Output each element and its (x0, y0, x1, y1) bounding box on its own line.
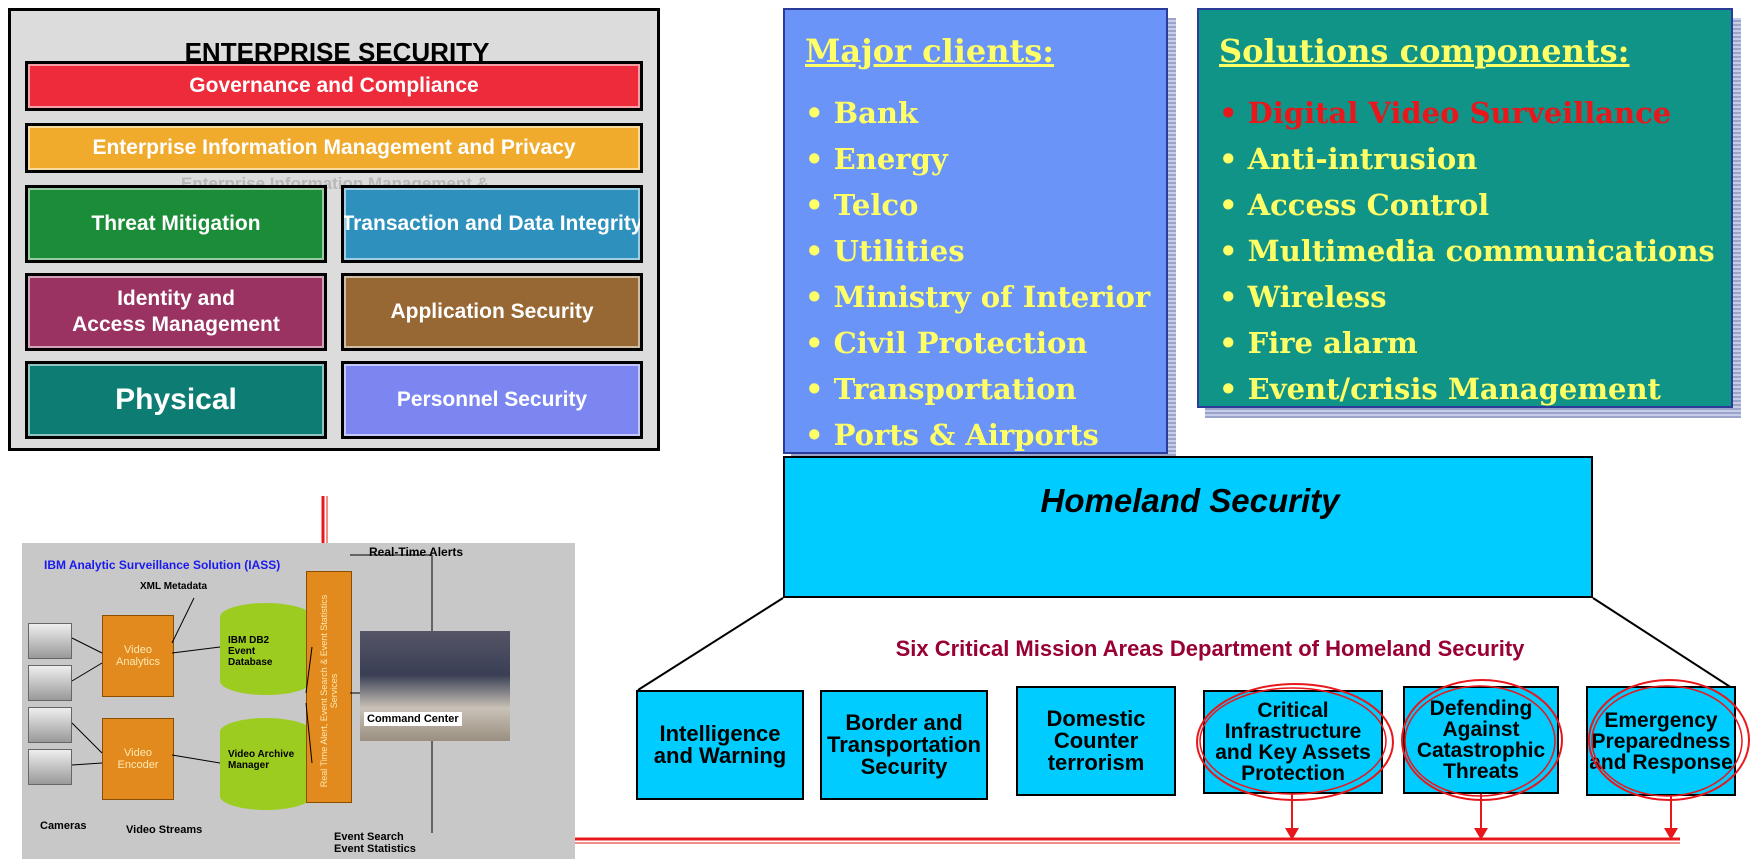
mission-area-line: Catastrophic (1416, 739, 1546, 762)
threat-mitigation-label: Threat Mitigation (91, 211, 261, 235)
client-item: • Telco (805, 188, 919, 222)
mission-area-line: Critical (1257, 699, 1329, 722)
solutions-components-list: • Digital Video Surveillance • Anti-intr… (1219, 90, 1715, 412)
mission-area-domestic: Domestic Counter terrorism (1016, 686, 1176, 796)
application-security-label: Application Security (390, 299, 594, 323)
client-item: • Utilities (805, 234, 965, 268)
client-item: • Civil Protection (805, 326, 1088, 360)
solution-item: • Wireless (1219, 280, 1387, 314)
iass-flow-arrows (71, 554, 433, 833)
event-search-label: Event Search (334, 831, 404, 843)
mission-area-line: Border and (845, 710, 963, 735)
personnel-security-box: Personnel Security (341, 361, 643, 439)
application-security-box: Application Security (341, 273, 643, 351)
governance-bar: Governance and Compliance (25, 61, 643, 111)
mission-area-critical-infrastructure: Critical Infrastructure and Key Assets P… (1203, 690, 1383, 794)
video-encoder-box: Video Encoder (102, 718, 174, 800)
solution-item: • Anti-intrusion (1219, 142, 1478, 176)
threat-mitigation-box: Threat Mitigation (25, 185, 327, 263)
video-analytics-box: Video Analytics (102, 615, 174, 697)
mission-area-line: Intelligence (659, 721, 781, 746)
transaction-integrity-label: Transaction and Data Integrity (341, 211, 643, 235)
mission-area-line: Security (860, 754, 948, 779)
mission-area-line: Transportation (826, 732, 981, 757)
client-item: • Energy (805, 142, 948, 176)
client-item: • Bank (805, 96, 919, 130)
camera-icon (28, 749, 72, 785)
identity-label-line1: Identity and (117, 286, 235, 310)
camera-icon (28, 707, 72, 743)
eim-label: Enterprise Information Management and Pr… (92, 135, 576, 159)
client-item: • Ports & Airports (805, 418, 1099, 452)
solution-item: • Access Control (1219, 188, 1490, 222)
services-box (306, 571, 352, 803)
mission-area-border: Border and Transportation Security (820, 690, 988, 800)
db2-database-cylinder (220, 603, 312, 695)
xml-metadata-label: XML Metadata (140, 581, 208, 592)
event-statistics-label: Event Statistics (334, 843, 416, 855)
mission-area-line: Counter (1053, 728, 1139, 753)
video-streams-label: Video Streams (126, 824, 203, 836)
command-center-label: Command Center (364, 712, 462, 726)
mission-area-line: Infrastructure (1224, 720, 1362, 743)
mission-area-line: terrorism (1047, 750, 1145, 775)
archive-manager-label: Video Archive Manager (228, 749, 295, 771)
major-clients-list: • Bank • Energy • Telco • Utilities • Mi… (805, 90, 1150, 458)
mission-area-line: Protection (1241, 762, 1345, 785)
mission-area-line: Preparedness (1591, 729, 1731, 753)
transaction-integrity-box: Transaction and Data Integrity (341, 185, 643, 263)
identity-access-box: Identity and Access Management (25, 273, 327, 351)
iass-title: IBM Analytic Surveillance Solution (IASS… (44, 558, 281, 572)
homeland-security-title: Homeland Security (1040, 482, 1340, 519)
mission-area-line: Threats (1443, 760, 1519, 783)
mission-area-line: Emergency (1604, 708, 1718, 732)
archive-manager-cylinder (220, 718, 312, 810)
solution-item: • Event/crisis Management (1219, 372, 1661, 406)
enterprise-security-panel: ENTERPRISE SECURITY Governance and Compl… (8, 8, 660, 451)
physical-label: Physical (115, 383, 237, 417)
mission-area-line: and Warning (653, 743, 787, 768)
major-clients-title: Major clients: (805, 32, 1055, 70)
client-item: • Transportation (805, 372, 1077, 406)
solutions-components-title: Solutions components: (1219, 32, 1630, 70)
solutions-components-panel: Solutions components: • Digital Video Su… (1197, 8, 1733, 408)
mission-area-line: Against (1442, 718, 1520, 741)
governance-label: Governance and Compliance (189, 73, 479, 97)
cameras-label: Cameras (40, 820, 87, 832)
mission-area-catastrophic: Defending Against Catastrophic Threats (1403, 686, 1559, 794)
solution-item: • Fire alarm (1219, 326, 1418, 360)
physical-box: Physical (25, 361, 327, 439)
camera-icon (28, 623, 72, 659)
mission-area-line: and Key Assets (1215, 741, 1371, 764)
iass-diagram: IBM Analytic Surveillance Solution (IASS… (22, 543, 575, 859)
mission-area-line: Domestic (1046, 706, 1146, 731)
mission-area-intelligence: Intelligence and Warning (636, 690, 804, 800)
mission-area-line: Defending (1429, 697, 1533, 720)
major-clients-panel: Major clients: • Bank • Energy • Telco •… (783, 8, 1168, 454)
homeland-security-box: Homeland Security (783, 456, 1593, 598)
identity-label-line2: Access Management (72, 313, 280, 336)
camera-icon (28, 665, 72, 701)
eim-bar: Enterprise Information Management and Pr… (25, 123, 643, 173)
solution-item: • Digital Video Surveillance (1219, 96, 1672, 130)
client-item: • Ministry of Interior (805, 280, 1151, 314)
mission-area-line: and Response (1589, 750, 1733, 774)
mission-areas-title: Six Critical Mission Areas Department of… (895, 636, 1525, 661)
solution-item: • Multimedia communications (1219, 234, 1715, 268)
db2-database-label: IBM DB2 Event Database (228, 635, 273, 668)
personnel-security-label: Personnel Security (396, 387, 588, 411)
